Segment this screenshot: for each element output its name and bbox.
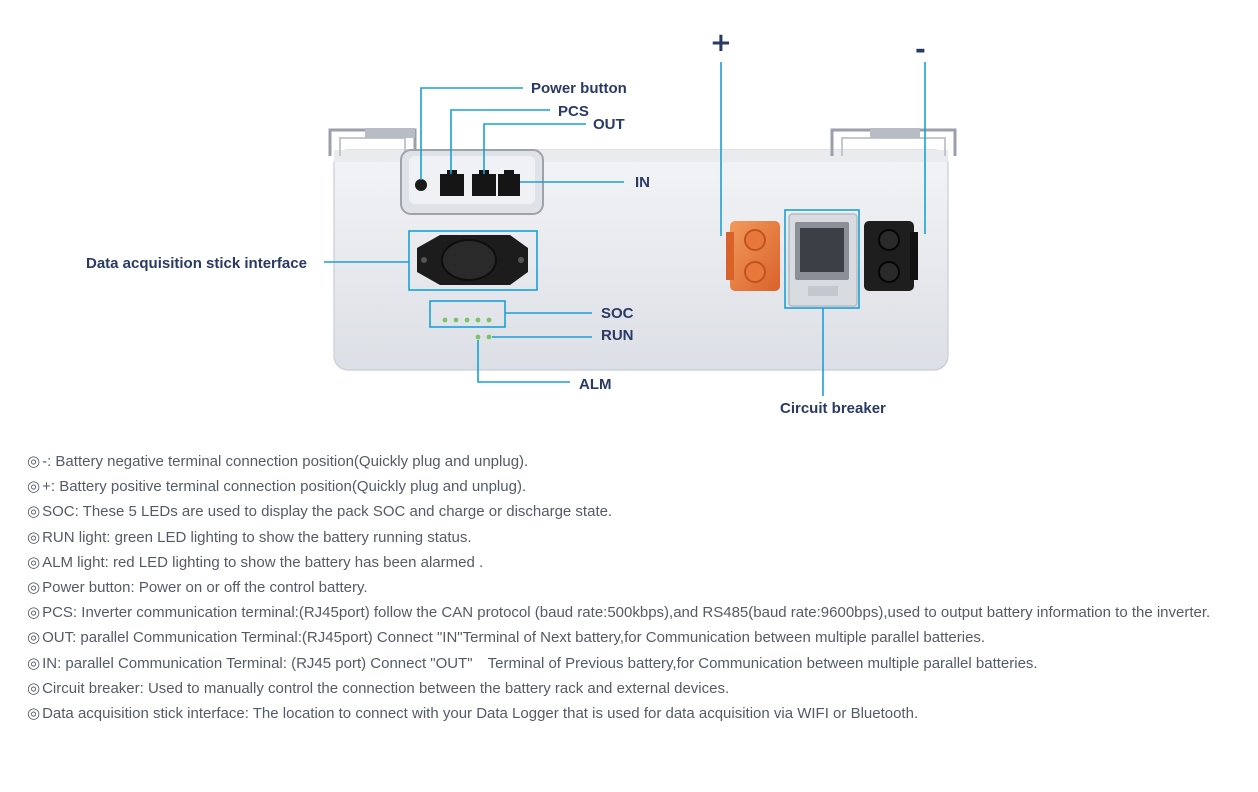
run-led [486, 334, 492, 340]
out-label: OUT [593, 116, 625, 133]
alm-callout [477, 340, 570, 383]
power-button-icon [415, 179, 427, 191]
list-item: ◎-: Battery negative terminal connection… [27, 453, 529, 470]
description-list: ◎-: Battery negative terminal connection… [27, 449, 1232, 726]
bullet-icon: ◎ [27, 478, 41, 496]
soc-highlight-box [429, 300, 506, 328]
pcs-port [440, 170, 464, 196]
list-item: ◎SOC: These 5 LEDs are used to display t… [27, 503, 613, 521]
bullet-icon: ◎ [27, 579, 41, 597]
minus-label: - [915, 35, 926, 65]
bullet-icon: ◎ [27, 679, 41, 697]
list-item: ◎ALM light: red LED lighting to show the… [27, 553, 484, 571]
list-item: ◎OUT: parallel Communication Terminal:(R… [27, 629, 986, 647]
list-item: ◎Circuit breaker: Used to manually contr… [27, 679, 730, 697]
alm-label: ALM [579, 376, 612, 393]
bullet-icon: ◎ [27, 528, 41, 546]
plus-label: + [710, 28, 732, 58]
list-item: ◎Power button: Power on or off the contr… [27, 579, 368, 597]
negative-terminal [864, 221, 918, 291]
data-stick-label: Data acquisition stick interface [86, 255, 307, 272]
alm-led [475, 334, 481, 340]
in-label: IN [635, 174, 650, 191]
soc-label: SOC [601, 305, 634, 322]
right-handle [830, 128, 957, 156]
power-button-label: Power button [531, 80, 627, 97]
circuit-breaker-highlight-box [784, 209, 860, 309]
out-callout [483, 123, 586, 174]
bullet-icon: ◎ [27, 629, 41, 647]
in-port [498, 170, 520, 196]
left-handle [328, 128, 417, 156]
list-item: ◎PCS: Inverter communication terminal:(R… [27, 604, 1211, 622]
list-item: ◎IN: parallel Communication Terminal: (R… [27, 654, 1038, 672]
data-stick-highlight-box [408, 230, 538, 291]
bullet-icon: ◎ [27, 453, 41, 470]
power-button-callout [420, 87, 523, 180]
run-label: RUN [601, 327, 634, 344]
pcs-label: PCS [558, 103, 589, 120]
bullet-icon: ◎ [27, 503, 41, 521]
circuit-breaker [788, 213, 858, 307]
list-item: ◎RUN light: green LED lighting to show t… [27, 528, 472, 546]
circuit-breaker-label: Circuit breaker [780, 400, 886, 417]
bullet-icon: ◎ [27, 553, 41, 571]
soc-leds [442, 317, 492, 323]
data-stick-interface [417, 235, 528, 285]
pcs-callout [450, 109, 550, 174]
bullet-icon: ◎ [27, 604, 41, 622]
positive-terminal [726, 221, 780, 291]
bullet-icon: ◎ [27, 654, 41, 672]
list-item: ◎Data acquisition stick interface: The l… [27, 705, 919, 723]
bullet-icon: ◎ [27, 705, 41, 723]
list-item: ◎+: Battery positive terminal connection… [27, 478, 527, 496]
battery-diagram: Power button PCS OUT IN Data acquisition… [86, 28, 957, 417]
